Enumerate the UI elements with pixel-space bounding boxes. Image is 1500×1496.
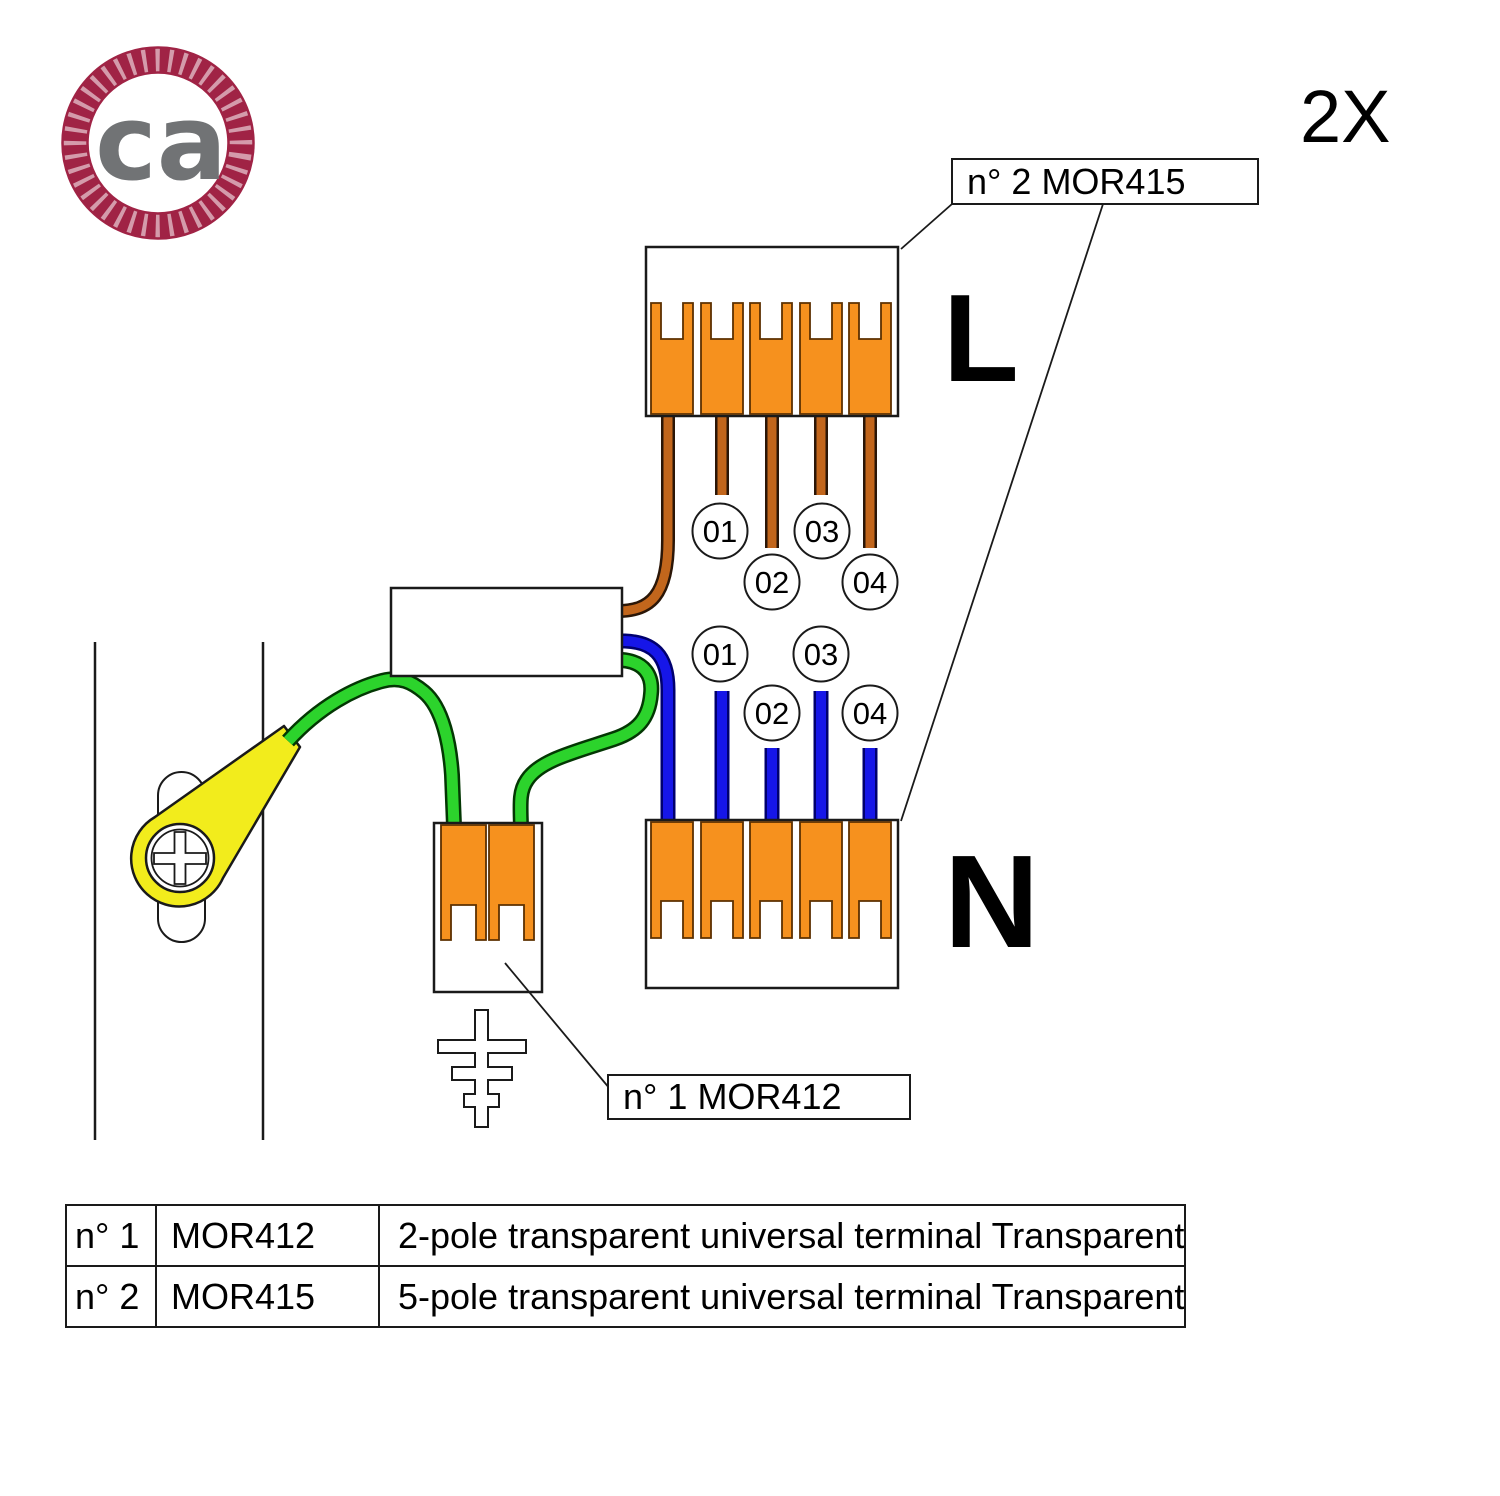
part-number: n° 1 [65,1204,157,1267]
svg-text:02: 02 [755,565,789,600]
part-number: n° 2 [65,1265,157,1328]
wire-marker: 02 [743,553,801,611]
neutral-letter: N [944,828,1039,975]
table-row: n° 1 MOR412 2-pole transparent universal… [65,1204,1186,1267]
svg-text:n° 1 MOR412: n° 1 MOR412 [623,1076,842,1117]
svg-text:01: 01 [703,514,737,549]
part-description: 2-pole transparent universal terminal Tr… [378,1204,1186,1267]
wire-marker: 03 [792,625,850,683]
line-wire-markers: 01 02 03 04 [691,502,899,611]
screw-icon [144,822,216,894]
callout-mor412: n° 1 MOR412 [607,1074,911,1120]
line-letter: L [943,270,1019,408]
wire-marker: 01 [691,625,749,683]
svg-text:02: 02 [755,696,789,731]
svg-text:03: 03 [805,514,839,549]
parts-table: n° 1 MOR412 2-pole transparent universal… [65,1204,1186,1328]
n-terminal-block [644,818,900,990]
wire-marker: 03 [793,502,851,560]
wire-marker: 04 [841,684,899,742]
callout-leader-lines [504,203,1104,1090]
earth-wire-green [282,652,660,827]
part-code: MOR412 [155,1204,380,1267]
table-row: n° 2 MOR415 5-pole transparent universal… [65,1265,1186,1328]
svg-text:04: 04 [853,696,887,731]
svg-text:n° 2 MOR415: n° 2 MOR415 [967,161,1186,202]
quantity-label: 2X [1300,75,1391,158]
callout-mor415: n° 2 MOR415 [951,158,1259,205]
earth-ground-icon [437,1009,527,1128]
brand-logo: ca [61,46,255,240]
svg-text:04: 04 [853,565,887,600]
earth-terminal-block [432,821,544,994]
neutral-wire-markers: 01 02 03 04 [691,625,899,742]
part-description: 5-pole transparent universal terminal Tr… [378,1265,1186,1328]
neutral-wire-blue [612,633,878,824]
part-code: MOR415 [155,1265,380,1328]
wall-lines [93,642,265,1140]
logo-text: ca [95,82,227,204]
wire-marker: 01 [691,502,749,560]
svg-text:01: 01 [703,637,737,672]
l-terminal-block [644,245,900,418]
ring-terminal [129,724,302,908]
component-box [389,586,624,678]
wire-marker: 04 [841,553,899,611]
wire-marker: 02 [743,684,801,742]
svg-text:03: 03 [804,637,838,672]
